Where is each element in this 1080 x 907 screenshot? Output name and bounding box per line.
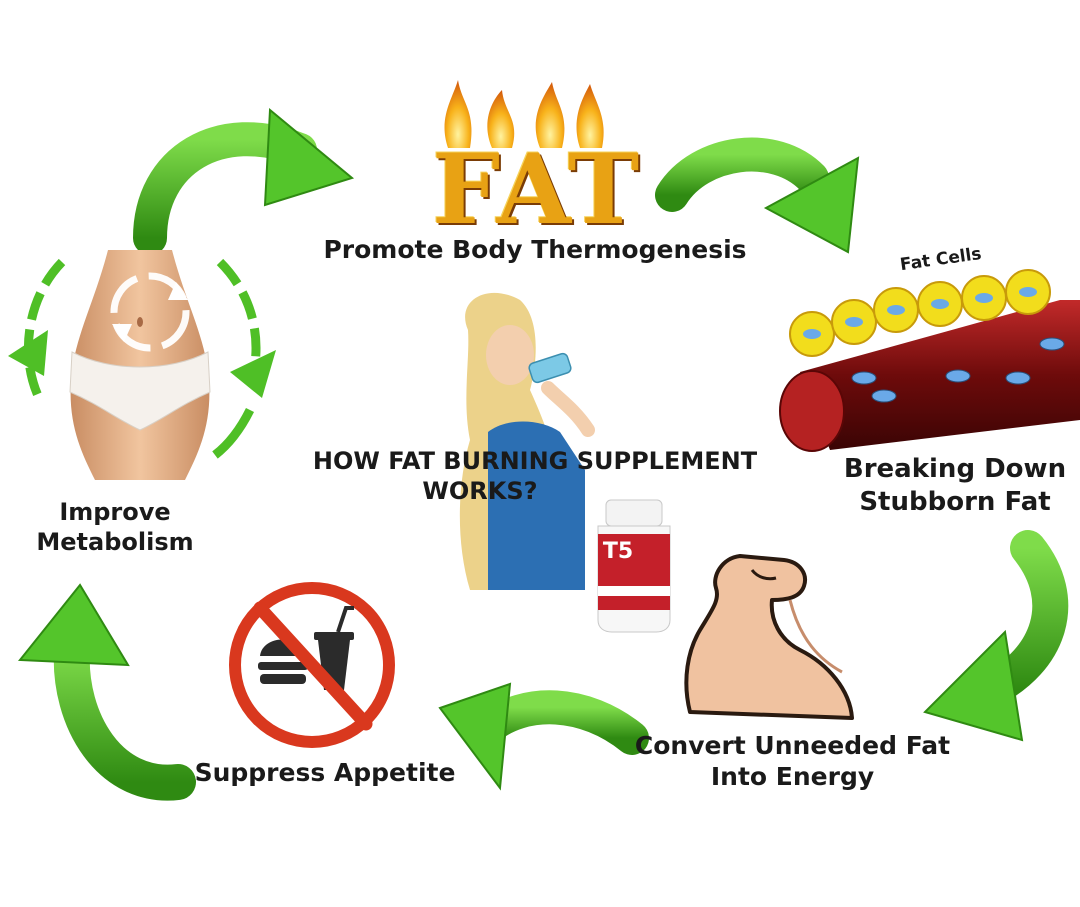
fat-title: FAT xyxy=(432,133,642,246)
supplement-bottle-icon xyxy=(597,499,671,633)
step-improve-line1: Improve xyxy=(59,498,171,526)
center-title: HOW FAT BURNING SUPPLEMENT WORKS? xyxy=(295,446,775,506)
step-breaking-down-fat: Breaking Down Stubborn Fat xyxy=(830,453,1080,518)
step-convert-line1: Convert Unneeded Fat xyxy=(634,731,951,760)
center-title-line2: WORKS? xyxy=(422,477,538,505)
bottle-label: T5 xyxy=(602,539,634,564)
step-suppress-appetite: Suppress Appetite xyxy=(194,758,456,787)
arrow-bottom-left-icon xyxy=(17,583,196,801)
woman-drinking-icon xyxy=(459,292,595,590)
arrow-top-right-icon xyxy=(655,137,860,254)
step-promote-thermogenesis: Promote Body Thermogenesis xyxy=(323,235,747,264)
arrow-bottom-middle-icon xyxy=(438,682,649,791)
step-breaking-line2: Stubborn Fat xyxy=(859,486,1051,517)
no-fast-food-icon xyxy=(229,582,395,748)
rotate-cycle-icon xyxy=(110,272,190,352)
torso-icon xyxy=(69,250,211,480)
flexed-arm-icon xyxy=(684,554,854,720)
fat-cells-icon xyxy=(789,269,1051,357)
step-convert-line2: Into Energy xyxy=(710,762,875,792)
step-improve-line2: Metabolism xyxy=(36,528,194,556)
arrow-top-left-icon xyxy=(133,107,355,255)
torso-cycle-arrows-icon xyxy=(8,258,276,459)
step-breaking-line1: Breaking Down xyxy=(843,454,1067,484)
blood-vessel-icon xyxy=(779,300,1080,452)
center-title-line1: HOW FAT BURNING SUPPLEMENT xyxy=(312,447,758,475)
arrow-right-down-icon xyxy=(923,530,1069,742)
step-convert-fat-energy: Convert Unneeded Fat Into Energy xyxy=(620,730,965,793)
fire-icon xyxy=(444,80,604,148)
step-improve-metabolism: Improve Metabolism xyxy=(10,497,220,557)
